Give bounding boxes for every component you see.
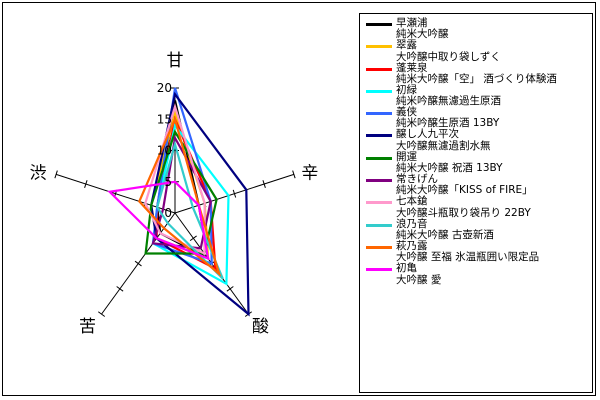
legend-desc: 純米吟醸無濾過生原酒 [396,95,501,108]
axis-tick-3-10 [134,260,142,267]
legend-text: 初緑純米吟醸無濾過生原酒 [396,83,501,107]
legend-item: 蓬莱泉純米大吟醸「空」 酒づくり体験酒 [366,61,592,85]
axis-tick-4-20 [54,170,58,179]
legend-swatch [366,45,392,49]
legend-swatch [366,201,392,205]
legend-text: 翠露大吟醸中取り袋しずく [396,39,501,62]
legend-swatch [366,112,392,116]
legend-text: 初亀大吟醸 愛 [396,262,441,285]
tick-label-2: 10 [157,144,172,158]
legend-text: 常きげん純米大吟醸「KISS of FIRE」 [396,173,533,196]
legend-swatch [366,245,392,249]
axis-tick-1-20 [292,170,296,179]
legend-text: 早瀬浦純米大吟醸 [396,17,449,40]
tick-label-3: 15 [157,112,172,126]
series-line-11 [107,180,210,261]
legend-item: 常きげん純米大吟醸「KISS of FIRE」 [366,173,592,196]
axis-label-0: 甘 [167,51,184,71]
legend-swatch [366,67,392,71]
legend-name: 蓬莱泉 [396,61,428,74]
legend-name: 義侠 [396,106,417,119]
axis-tick-3-20 [97,311,106,317]
legend-name: 浪乃音 [396,217,428,230]
legend-desc: 大吟醸中取り袋しずく [396,50,501,63]
legend-name: 醸し人九平次 [396,128,459,141]
axis-label-3: 苦 [79,317,96,337]
axis-label-4: 渋 [30,163,47,183]
legend-swatch [366,89,392,93]
legend-item: 翠露大吟醸中取り袋しずく [366,39,592,62]
axis-label-1: 辛 [301,163,318,183]
axis-tick-2-5 [189,235,197,242]
legend-text: 義侠純米吟醸生原酒 13BY [396,106,499,129]
legend-name: 早瀬浦 [396,17,428,29]
axis-tick-4-15 [84,180,88,188]
legend-text: 醸し人九平次大吟醸無濾過割水無 [396,128,491,152]
legend-item: 初亀大吟醸 愛 [366,262,592,285]
legend-name: 初緑 [396,83,417,96]
tick-label-4: 20 [157,81,172,95]
axis-tick-1-10 [232,189,237,198]
radar-chart: 0 5 10 15 20 甘辛酸 苦 渋 [30,51,319,337]
legend: 早瀬浦純米大吟醸翠露大吟醸中取り袋しずく蓬莱泉純米大吟醸「空」 酒づくり体験酒初… [359,13,593,393]
legend-desc: 純米吟醸生原酒 13BY [396,117,500,130]
series-line-6 [144,129,218,255]
legend-name: 開運 [396,150,417,163]
legend-desc: 純米大吟醸 祝酒 13BY [396,162,503,175]
legend-desc: 大吟醸 愛 [396,273,442,286]
legend-swatch [366,23,392,26]
legend-text: 蓬莱泉純米大吟醸「空」 酒づくり体験酒 [396,61,557,85]
legend-name: 七本鎗 [396,195,428,208]
legend-item: 早瀬浦純米大吟醸 [366,17,592,40]
legend-item: 浪乃音純米大吟醸 古壺新酒 [366,217,592,241]
legend-swatch [366,268,392,272]
axis-tick-3-15 [116,286,124,292]
legend-swatch [366,134,392,138]
legend-swatch [366,179,392,183]
legend-desc: 大吟醸斗瓶取り袋吊り 22BY [396,206,531,219]
legend-text: 萩乃露大吟醸 至福 氷温瓶囲い限定品 [396,239,539,263]
legend-name: 萩乃露 [396,239,428,252]
legend-text: 浪乃音純米大吟醸 古壺新酒 [396,217,494,241]
axis-tick-1-15 [262,180,266,188]
legend-item: 初緑純米吟醸無濾過生原酒 [366,83,592,107]
legend-desc: 純米大吟醸 [396,28,449,41]
axis-label-2: 酸 [252,317,269,337]
legend-name: 常きげん [396,173,438,186]
axis-tick-2-15 [226,286,234,292]
legend-item: 醸し人九平次大吟醸無濾過割水無 [366,128,592,152]
legend-item: 七本鎗大吟醸斗瓶取り袋吊り 22BY [366,196,592,218]
legend-desc: 大吟醸無濾過割水無 [396,139,491,152]
legend-desc: 純米大吟醸「KISS of FIRE」 [396,184,533,197]
legend-desc: 純米大吟醸「空」 酒づくり体験酒 [396,72,557,85]
legend-name: 初亀 [396,262,417,275]
legend-swatch [366,223,392,227]
legend-name: 翠露 [396,39,417,52]
legend-item: 義侠純米吟醸生原酒 13BY [366,106,592,129]
series-line-5 [150,91,250,317]
tick-label-1: 5 [164,175,172,189]
legend-item: 開運純米大吟醸 祝酒 13BY [366,150,592,174]
legend-desc: 純米大吟醸 古壺新酒 [396,228,494,241]
legend-desc: 大吟醸 至福 氷温瓶囲い限定品 [396,251,540,264]
tick-label-0: 0 [164,206,172,220]
legend-item: 萩乃露大吟醸 至福 氷温瓶囲い限定品 [366,239,592,263]
legend-text: 開運純米大吟醸 祝酒 13BY [396,150,503,174]
legend-text: 七本鎗大吟醸斗瓶取り袋吊り 22BY [396,195,531,219]
legend-swatch [366,156,392,160]
